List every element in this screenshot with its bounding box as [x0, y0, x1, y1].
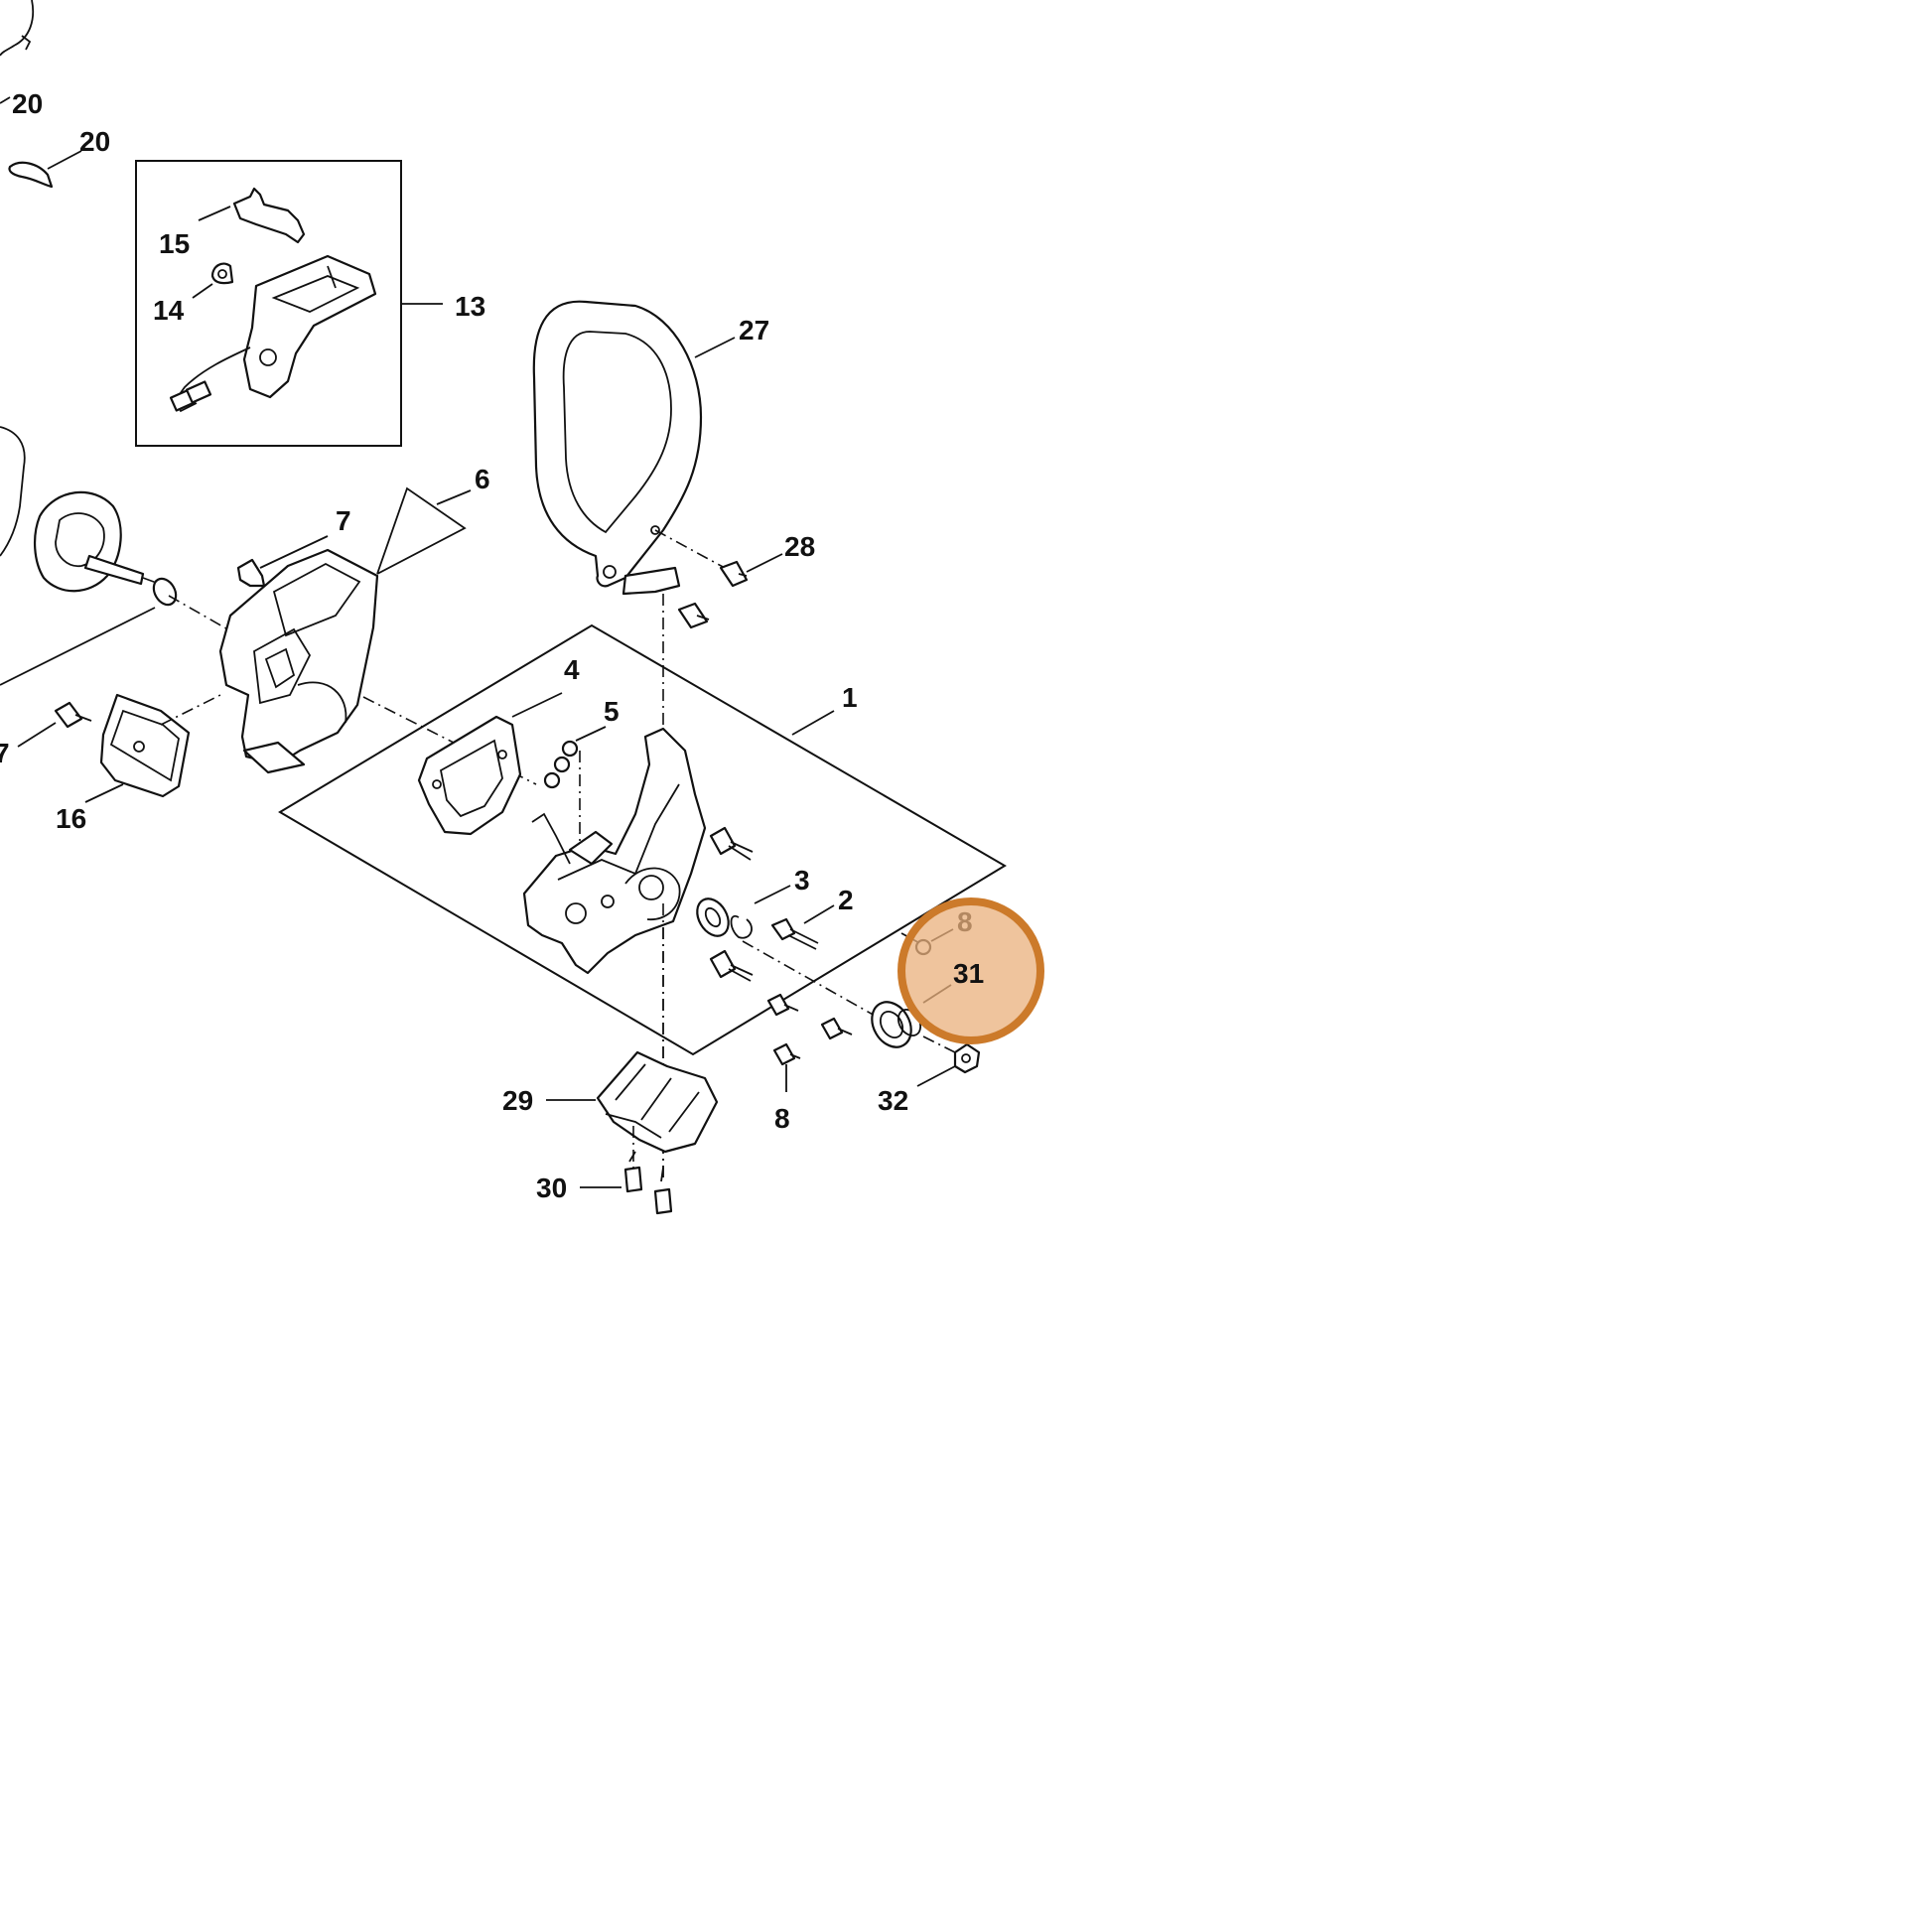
- part-28-screw: [654, 529, 783, 588]
- callout-20-upper: 20: [12, 88, 43, 119]
- part-1-group-outline: [278, 623, 1007, 1056]
- part-5-pins: [543, 726, 607, 854]
- part-30-screws: [580, 1126, 673, 1215]
- part-2-bolt: [770, 904, 835, 950]
- part-16-cover: [84, 692, 225, 803]
- part-8-screws-lower: [766, 993, 853, 1092]
- callout-2: 2: [838, 885, 854, 915]
- callout-30: 30: [536, 1173, 567, 1203]
- highlight-marker-31[interactable]: 31: [897, 897, 1044, 1044]
- callout-7-left: 7: [0, 738, 10, 768]
- callout-1: 1: [842, 682, 858, 713]
- part-20-upper: [0, 96, 11, 104]
- callout-14: 14: [153, 295, 185, 326]
- part-6-fan-housing: [218, 486, 537, 785]
- axis-line-chain: [742, 940, 885, 1022]
- part-29-guard: [546, 1050, 719, 1154]
- part-4-gasket: [417, 692, 563, 836]
- callout-15: 15: [159, 228, 190, 259]
- callout-32: 32: [878, 1085, 908, 1116]
- callout-31: 31: [953, 958, 984, 989]
- part-13-ignition-module: [169, 254, 443, 413]
- callout-16: 16: [56, 803, 86, 834]
- callout-8-lower: 8: [774, 1103, 790, 1134]
- part-27-front-handle: [532, 300, 736, 596]
- part-20-lever: [8, 150, 82, 189]
- part-1-screws: [662, 826, 754, 1179]
- part-32-nut: [916, 1035, 981, 1087]
- callout-7: 7: [336, 505, 351, 536]
- part-14-clip: [192, 262, 234, 299]
- callout-13: 13: [455, 291, 485, 322]
- part-28-screw-lower: [677, 602, 710, 629]
- part-1-leader: [791, 710, 835, 736]
- part-15-bracket: [198, 187, 306, 244]
- callout-5: 5: [604, 696, 620, 727]
- callout-20-lower: 20: [79, 126, 110, 157]
- part-17-screw: [17, 701, 92, 748]
- callout-4: 4: [564, 654, 580, 685]
- part-1-crankcase: [522, 727, 707, 975]
- partial-part-top-left: [0, 0, 35, 57]
- callout-28: 28: [784, 531, 815, 562]
- callout-3: 3: [794, 865, 810, 896]
- callout-29: 29: [502, 1085, 533, 1116]
- part-3-seal: [696, 885, 791, 939]
- callout-6: 6: [475, 464, 490, 494]
- callout-27: 27: [739, 315, 769, 345]
- partial-flywheel-left: [0, 426, 239, 686]
